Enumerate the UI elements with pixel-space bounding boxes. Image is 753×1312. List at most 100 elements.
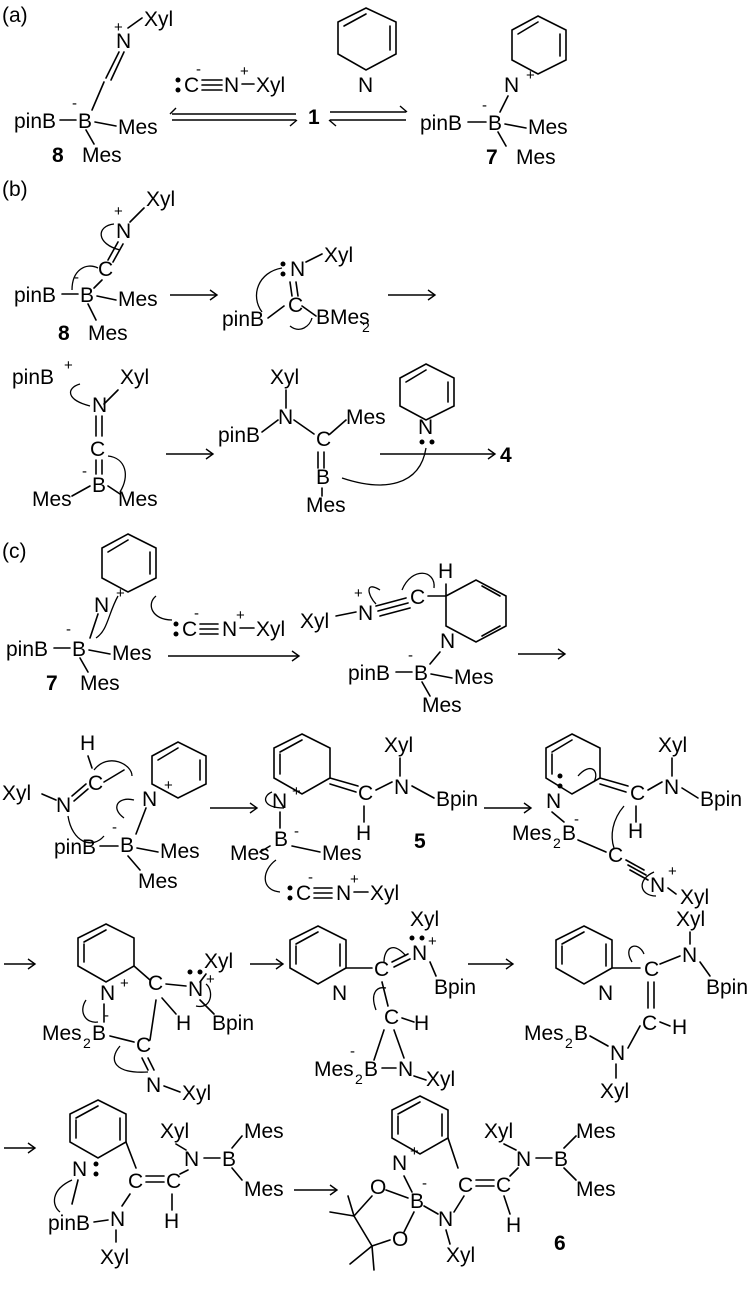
svg-text:pinB: pinB — [14, 284, 56, 307]
svg-text:Mes: Mes — [32, 488, 72, 511]
svg-text:Mes: Mes — [244, 1178, 284, 1201]
svg-text:C: C — [184, 74, 199, 97]
panel-label-a: (a) — [2, 4, 28, 27]
svg-text:Mes: Mes — [230, 842, 270, 865]
svg-text:O: O — [370, 1176, 386, 1199]
isocyanide-reagent-a: C - N + Xyl — [175, 61, 285, 97]
svg-text:C: C — [296, 882, 311, 905]
svg-text:Xyl: Xyl — [270, 366, 299, 389]
svg-text:B: B — [562, 822, 576, 845]
equilibrium-arrow-1-7 — [328, 105, 408, 127]
svg-text:N: N — [394, 776, 409, 799]
svg-text:pinB: pinB — [48, 1212, 90, 1235]
svg-text:Mes: Mes — [118, 116, 158, 139]
svg-text:B: B — [414, 662, 428, 685]
svg-text:H: H — [506, 1214, 521, 1237]
svg-text:-: - — [422, 1175, 427, 1192]
svg-text:2: 2 — [362, 319, 370, 335]
compound-label-8-b: 8 — [58, 322, 70, 345]
svg-text:Xyl: Xyl — [384, 734, 413, 757]
svg-text:C: C — [642, 1012, 657, 1035]
compound-label-7-a: 7 — [486, 146, 498, 169]
svg-text:N: N — [146, 1074, 161, 1097]
svg-text:Xyl: Xyl — [324, 244, 353, 267]
svg-text:C: C — [608, 844, 623, 867]
svg-text:+: + — [410, 1143, 419, 1160]
svg-text:2: 2 — [565, 1035, 573, 1051]
svg-text:+: + — [668, 863, 677, 880]
svg-text:+: + — [292, 783, 301, 800]
svg-text:N: N — [398, 1058, 413, 1081]
svg-text:-: - — [574, 811, 579, 828]
svg-text:N: N — [418, 416, 433, 439]
svg-text:Mes: Mes — [80, 672, 120, 695]
svg-text:Bpin: Bpin — [436, 788, 478, 811]
svg-text:Mes: Mes — [516, 146, 556, 169]
pyridine-reagent-b: N — [341, 363, 455, 486]
svg-text:+: + — [114, 203, 123, 220]
svg-text:N: N — [222, 618, 237, 641]
svg-text:N: N — [358, 74, 373, 97]
svg-text:Mes: Mes — [160, 840, 200, 863]
svg-text:BMes: BMes — [316, 306, 370, 329]
svg-text:-: - — [196, 61, 201, 78]
svg-text:Mes: Mes — [82, 144, 122, 167]
svg-text:N: N — [504, 74, 519, 97]
svg-text:pinB: pinB — [222, 308, 264, 331]
svg-text:Mes: Mes — [112, 642, 152, 665]
svg-text:N: N — [392, 1152, 407, 1175]
svg-text:-: - — [308, 869, 313, 886]
svg-text:C: C — [358, 782, 373, 805]
svg-text:N: N — [682, 944, 697, 967]
intermediate-c4: N + C Xyl N + H Bpin Mes 2 B - C N Xyl — [42, 923, 254, 1105]
compound-8-structure-b: Xyl + N C pinB - B Mes Mes — [14, 188, 175, 345]
svg-text:+: + — [114, 19, 123, 36]
svg-text:-: - — [74, 269, 79, 286]
svg-text:H: H — [628, 820, 643, 843]
svg-text:2: 2 — [553, 835, 561, 851]
svg-text:pinB: pinB — [348, 662, 390, 685]
svg-text:Mes: Mes — [454, 666, 494, 689]
svg-text:N: N — [278, 406, 293, 429]
svg-text:Mes: Mes — [576, 1178, 616, 1201]
equilibrium-arrow-8-1 — [169, 107, 298, 127]
intermediate-c3: N C H Xyl N Bpin Mes 2 B - C N + Xyl — [512, 733, 742, 909]
svg-text:H: H — [176, 1012, 191, 1035]
svg-text:N: N — [272, 790, 287, 813]
svg-text:B: B — [554, 1148, 568, 1171]
svg-text:2: 2 — [355, 1071, 363, 1087]
svg-text:Mes: Mes — [314, 1058, 354, 1081]
svg-text:C: C — [148, 972, 163, 995]
svg-text:N: N — [72, 1158, 87, 1181]
svg-text:pinB: pinB — [12, 366, 54, 389]
svg-text:pinB: pinB — [54, 836, 96, 859]
svg-text:N: N — [516, 1148, 531, 1171]
intermediate-c1: Xyl + N C H N pinB - B Mes Mes — [300, 560, 507, 717]
svg-text:N: N — [110, 1208, 125, 1231]
svg-text:N: N — [142, 788, 157, 811]
svg-text:Xyl: Xyl — [410, 908, 439, 931]
svg-text:N: N — [440, 630, 455, 653]
svg-text:C: C — [644, 958, 659, 981]
svg-text:C: C — [458, 1174, 473, 1197]
svg-text:-: - — [72, 95, 77, 112]
svg-text:Xyl: Xyl — [600, 1080, 629, 1103]
svg-text:-: - — [66, 621, 71, 638]
svg-text:N: N — [116, 220, 131, 243]
svg-text:B: B — [78, 110, 92, 133]
svg-text:+: + — [526, 67, 535, 84]
svg-text:+: + — [350, 871, 359, 888]
svg-text:Bpin: Bpin — [706, 976, 748, 999]
svg-text:B: B — [80, 284, 94, 307]
svg-text:C: C — [288, 294, 303, 317]
compound-label-6: 6 — [554, 1232, 566, 1255]
svg-text:C: C — [88, 772, 103, 795]
svg-text:Bpin: Bpin — [212, 1012, 254, 1035]
svg-text:Mes: Mes — [422, 694, 462, 717]
svg-text:-: - — [408, 647, 413, 664]
svg-text:-: - — [482, 97, 487, 114]
intermediate-c6: N C Xyl N Bpin C H Mes 2 B N Xyl — [524, 908, 748, 1103]
svg-text:-: - — [82, 463, 87, 480]
svg-text:N: N — [412, 942, 427, 965]
svg-text:B: B — [274, 828, 288, 851]
